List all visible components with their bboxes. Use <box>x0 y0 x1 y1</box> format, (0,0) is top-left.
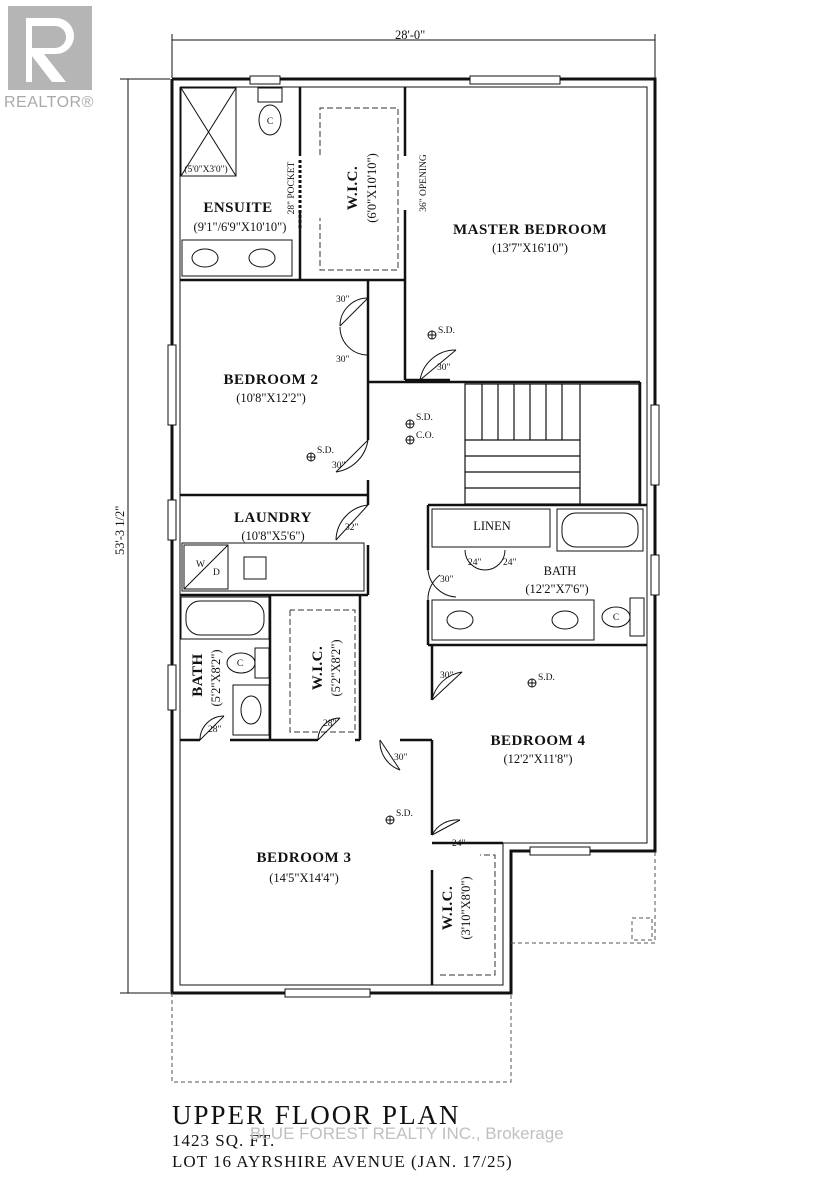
door-label-master: 30" <box>437 363 451 373</box>
master-bedroom-dim: (13'7"X16'10") <box>492 241 568 255</box>
master-bedroom-name: MASTER BEDROOM <box>453 222 607 238</box>
windows <box>167 75 660 998</box>
wic-bed4-name: W.I.C. <box>440 886 456 931</box>
width-label: 28'-0" <box>395 28 425 42</box>
opening-note: 36" OPENING <box>419 154 429 212</box>
wic-bed3-name: W.I.C. <box>310 646 326 691</box>
sd-label-bedroom-2: S.D. <box>317 446 334 456</box>
sd-label-master: S.D. <box>438 326 455 336</box>
door-label-laundry: 32" <box>345 523 359 533</box>
door-label-wic-bed3: 28" <box>323 719 337 729</box>
door-label-bedroom-3: 30" <box>394 753 408 763</box>
realtor-logo-mark <box>8 6 92 90</box>
wic-master-dim: (6'0"X10'10") <box>365 153 379 223</box>
wic-bed3-dim: (5'2"X8'2") <box>329 639 343 696</box>
ensuite-toilet-label: C <box>267 117 273 127</box>
door-label-bedroom-4: 30" <box>440 671 454 681</box>
door-swings <box>199 160 506 836</box>
bath-main-toilet-label: C <box>613 613 619 623</box>
co-label-hall: C.O. <box>416 431 434 441</box>
stairs <box>464 383 640 505</box>
washer-label: W <box>196 560 205 570</box>
plan-title: UPPER FLOOR PLAN <box>172 1100 461 1130</box>
bath-small-name: BATH <box>190 653 206 696</box>
linen-name: LINEN <box>473 519 511 533</box>
realtor-logo: REALTOR® <box>4 4 96 114</box>
door-label-bed2-closet-top: 30" <box>336 295 350 305</box>
fixtures <box>180 87 645 736</box>
plan-area: 1423 SQ. FT. <box>172 1131 276 1150</box>
shower-dim: (5'0"X3'0") <box>184 164 227 175</box>
door-label-bath-main: 30" <box>440 575 454 585</box>
depth-label: 53'-3 1/2" <box>113 506 127 555</box>
plan-lot: LOT 16 AYRSHIRE AVENUE (JAN. 17/25) <box>172 1152 513 1171</box>
bath-small-dim: (5'2"X8'2") <box>209 649 223 706</box>
bedroom-2-dim: (10'8"X12'2") <box>236 391 306 405</box>
pocket-door-note: 28" POCKET <box>287 161 297 214</box>
bath-small-toilet-label: C <box>237 659 243 669</box>
ensuite-dim: (9'1"/6'9"X10'10") <box>194 220 287 234</box>
door-label-linen-left: 24" <box>468 558 482 568</box>
bedroom-3-dim: (14'5"X14'4") <box>269 871 339 885</box>
door-label-bedroom-2: 30" <box>332 461 346 471</box>
interior-walls <box>180 87 647 985</box>
laundry-dim: (10'8"X5'6") <box>241 529 304 543</box>
door-label-bed2-closet-bottom: 30" <box>336 355 350 365</box>
door-label-linen-right: 24" <box>503 558 517 568</box>
ensuite-name: ENSUITE <box>203 200 272 216</box>
laundry-name: LAUNDRY <box>234 510 312 526</box>
bath-main-dim: (12'2"X7'6") <box>525 582 588 596</box>
bath-main-name: BATH <box>544 564 577 578</box>
wic-bed4-dim: (3'10"X8'0") <box>459 876 473 939</box>
bedroom-4-name: BEDROOM 4 <box>491 733 586 749</box>
dryer-label: D <box>213 568 220 578</box>
wic-master-name: W.I.C. <box>345 166 361 211</box>
sd-label-bedroom-3: S.D. <box>396 809 413 819</box>
realtor-logo-text: REALTOR® <box>4 94 94 111</box>
plan-footer: UPPER FLOOR PLAN 1423 SQ. FT. LOT 16 AYR… <box>172 1100 772 1172</box>
bedroom-3-name: BEDROOM 3 <box>257 850 352 866</box>
sd-label-hall: S.D. <box>416 413 433 423</box>
bedroom-4-dim: (12'2"X11'8") <box>503 752 572 766</box>
sd-label-bedroom-4: S.D. <box>538 673 555 683</box>
brokerage-watermark: BLUE FOREST REALTY INC., Brokerage <box>250 1124 564 1143</box>
door-label-wic-bed4: 24" <box>452 839 466 849</box>
smoke-detectors <box>306 330 537 825</box>
bedroom-2-name: BEDROOM 2 <box>224 372 319 388</box>
door-label-bath-small: 28" <box>208 725 222 735</box>
